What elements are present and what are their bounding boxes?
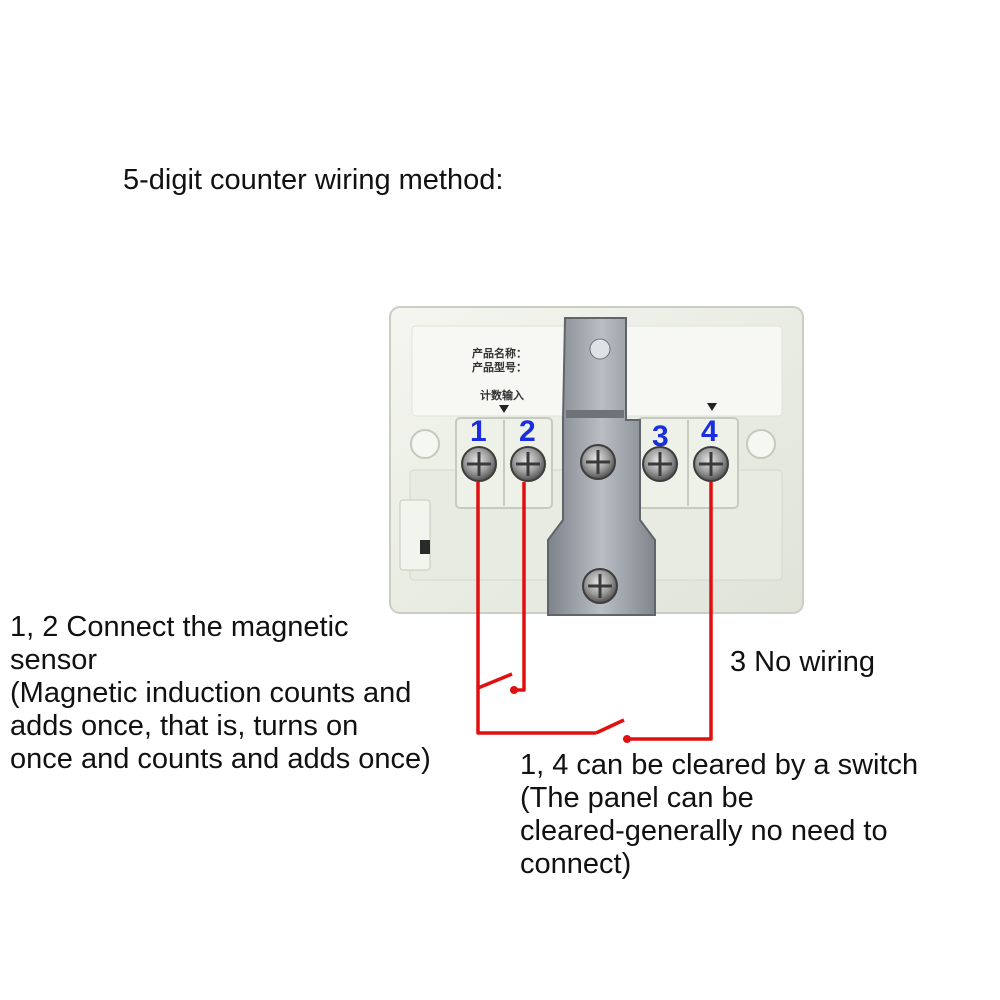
sticker-product-model: 产品型号： (472, 360, 527, 374)
no-wiring-note: 3 No wiring (730, 646, 876, 678)
note-line: (Magnetic induction counts and (10, 677, 412, 709)
mount-hole-right-icon (746, 429, 776, 459)
note-line: cleared-generally no need to (520, 815, 888, 847)
note-line: adds once, that is, turns on (10, 710, 359, 742)
terminal-4-label: 4 (701, 415, 718, 448)
arrow-down-icon (499, 405, 509, 413)
note-line: 1, 4 can be cleared by a switch (520, 749, 919, 781)
note-line: connect) (520, 848, 632, 880)
terminal-block (455, 417, 739, 509)
page-title: 5-digit counter wiring method: (123, 164, 504, 196)
sensor-switch-blade (477, 672, 513, 690)
note-line: once and counts and adds once) (10, 743, 431, 775)
counting-input-label: 计数输入 (480, 388, 524, 402)
clear-switch-blade (595, 718, 625, 735)
terminal-3-label: 3 (652, 420, 669, 453)
note-line: 1, 2 Connect the magnetic (10, 611, 349, 643)
sensor-wiring-note: 1, 2 Connect the magnetic sensor (Magnet… (10, 611, 431, 776)
terminal-2-label: 2 (519, 415, 536, 448)
sensor-switch-contact-icon (510, 686, 518, 694)
sticker-product-name: 产品名称： (472, 346, 527, 360)
mount-hole-left-icon (410, 429, 440, 459)
arrow-down-icon (707, 403, 717, 411)
wire-terminal-4 (628, 482, 713, 741)
wire-terminal-1 (476, 482, 596, 735)
terminal-1-label: 1 (470, 415, 487, 448)
note-line: sensor (10, 644, 98, 676)
terminal-screws (461, 444, 729, 604)
clear-switch-contact-icon (623, 735, 631, 743)
note-line: (The panel can be (520, 782, 754, 814)
clear-switch-note: 1, 4 can be cleared by a switch (The pan… (520, 749, 918, 881)
